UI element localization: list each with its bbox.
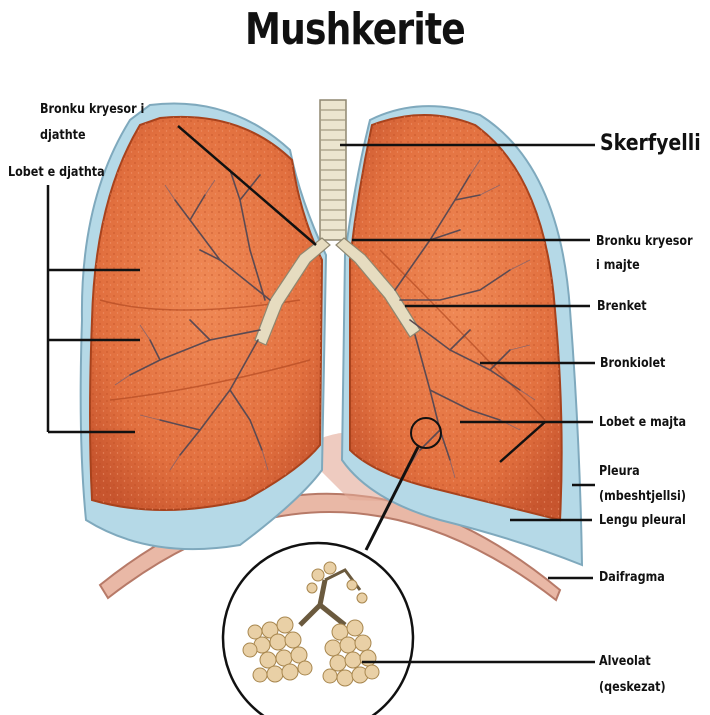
label-brenket: Brenket bbox=[597, 297, 647, 317]
label-diafragma: Daifragma bbox=[599, 568, 665, 588]
label-pleura-2: (mbeshtjellsi) bbox=[599, 487, 686, 507]
label-bronku-majte-2: i majte bbox=[596, 256, 640, 276]
label-lobet-majta: Lobet e majta bbox=[599, 413, 686, 433]
label-skerfyelli: Skerfyelli bbox=[600, 131, 701, 157]
label-alveolat-1: Alveolat bbox=[599, 652, 651, 672]
label-bronkiolet: Bronkiolet bbox=[600, 354, 665, 374]
label-bronku-djathte-2: djathte bbox=[40, 126, 86, 146]
label-lobet-djathta: Lobet e djathta bbox=[8, 163, 105, 183]
label-bronku-majte-1: Bronku kryesor bbox=[596, 232, 693, 252]
trachea bbox=[320, 100, 346, 240]
label-alveolat-2: (qeskezat) bbox=[599, 678, 666, 698]
label-pleura-1: Pleura bbox=[599, 462, 640, 482]
label-bronku-djathte-1: Bronku kryesor i bbox=[40, 100, 144, 120]
label-lengu-pleural: Lengu pleural bbox=[599, 511, 686, 531]
